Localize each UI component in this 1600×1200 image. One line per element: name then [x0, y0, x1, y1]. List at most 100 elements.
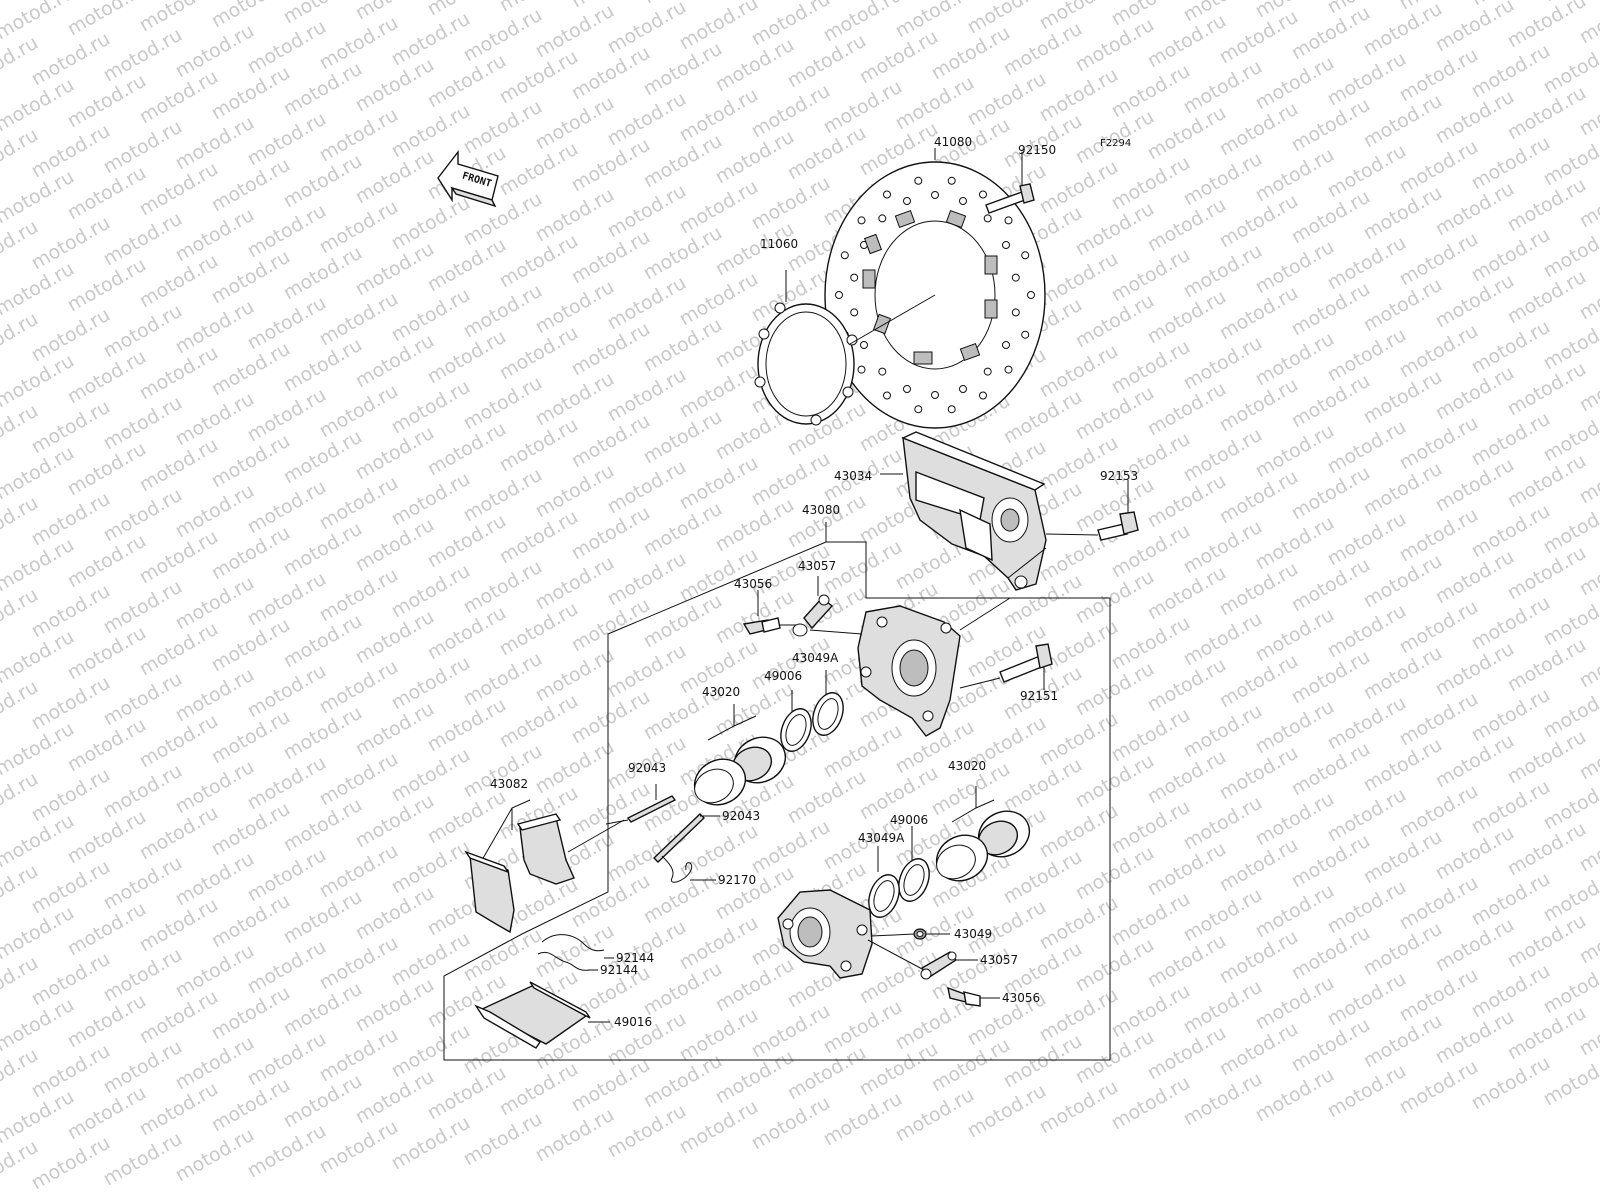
disc-bolt	[985, 152, 1035, 214]
watermark-text: motod.ru	[1036, 1076, 1122, 1139]
disc-vent-hole	[1021, 330, 1030, 339]
label-43049a-lower: 43049A	[858, 831, 905, 845]
caliper-upper	[857, 597, 1011, 737]
label-43020-upper: 43020	[702, 685, 740, 699]
disc-vent-hole	[1021, 251, 1030, 260]
watermark-text: motod.ru	[1180, 1068, 1266, 1131]
disc-vent-hole	[850, 273, 859, 282]
disc-vent-hole	[979, 190, 987, 199]
label-49006-lower: 49006	[890, 813, 928, 827]
disc-vent-hole	[979, 391, 987, 400]
disc-vent-hole	[878, 214, 887, 223]
label-43049a-upper: 43049A	[792, 651, 839, 665]
caliper-lower	[777, 889, 873, 979]
disc-vent-hole	[947, 176, 956, 185]
pistons-lower	[935, 786, 1031, 882]
watermark-text: motod.ru	[172, 1124, 258, 1187]
disc-vent-hole	[860, 341, 868, 349]
disc-gasket	[754, 270, 936, 426]
watermark-text: motod.ru	[964, 1080, 1050, 1143]
pad-spring	[661, 855, 716, 883]
caliper-assembly-frame	[443, 530, 1111, 1061]
pistons-upper	[693, 704, 787, 806]
label-92144-b: 92144	[600, 963, 638, 977]
disc-vent-hole	[931, 391, 939, 399]
label-92150: 92150	[1018, 143, 1056, 157]
watermark-text: motod.ru	[316, 1116, 402, 1179]
watermark-text: motod.ru	[460, 1108, 546, 1171]
label-92144-a: 92144	[616, 951, 654, 965]
label-41080: 41080	[934, 135, 972, 149]
oring	[871, 928, 950, 940]
disc-vent-hole	[959, 197, 967, 205]
disc-vent-hole	[1011, 308, 1020, 317]
disc-vent-hole	[1027, 291, 1035, 299]
diagram-code: F2294	[1100, 138, 1131, 149]
bleeder-valve-lower	[947, 986, 1000, 1007]
watermark-text: motod.ru	[1504, 0, 1590, 52]
watermark-text: motod.ru	[1468, 1052, 1554, 1115]
bracket-bolt	[1007, 480, 1139, 579]
disc-vent-hole	[857, 216, 866, 225]
caliper-mount-bolt	[959, 643, 1053, 690]
watermark-text: motod.ru	[748, 1092, 834, 1155]
watermark-text: motod.ru	[28, 1132, 114, 1195]
disc-vent-hole	[840, 251, 849, 260]
watermark-text: motod.ru	[244, 1120, 330, 1183]
caliper-bracket	[880, 431, 1047, 591]
piston-seals-lower	[868, 826, 930, 918]
watermark-text: motod.ru	[388, 1112, 474, 1175]
bleeder-cap-upper	[792, 576, 863, 637]
disc-vent-hole	[914, 405, 923, 414]
watermark-text: motod.ru	[1396, 1056, 1482, 1119]
watermark-text: motod.ru	[1324, 1060, 1410, 1123]
label-92043-a: 92043	[628, 761, 666, 775]
disc-vent-hole	[883, 391, 891, 400]
watermark-text: motod.ru	[1108, 1072, 1194, 1135]
disc-vent-hole	[1011, 273, 1020, 282]
label-92151: 92151	[1020, 689, 1058, 703]
disc-vent-hole	[931, 191, 939, 199]
watermark-text: motod.ru	[892, 1084, 978, 1147]
disc-vent-hole	[1002, 241, 1010, 249]
disc-vent-hole	[878, 367, 887, 376]
label-43057-upper: 43057	[798, 559, 836, 573]
disc-vent-hole	[914, 176, 923, 185]
label-49016: 49016	[614, 1015, 652, 1029]
disc-vent-hole	[850, 308, 859, 317]
label-43057-lower: 43057	[980, 953, 1018, 967]
piston-seals-upper	[780, 670, 844, 752]
watermark-text: motod.ru	[100, 1128, 186, 1191]
label-43080: 43080	[802, 503, 840, 517]
label-49006-upper: 49006	[764, 669, 802, 683]
label-43056-upper: 43056	[734, 577, 772, 591]
disc-vent-hole	[983, 367, 992, 376]
watermark-text: motod.ru	[1252, 1064, 1338, 1127]
disc-vent-hole	[983, 214, 992, 223]
disc-vent-hole	[947, 405, 956, 414]
label-43020-lower: 43020	[948, 759, 986, 773]
watermark-text: motod.ru	[532, 1104, 618, 1167]
disc-vent-hole	[883, 190, 891, 199]
brake-pads	[464, 799, 625, 934]
front-arrow-icon: FRONT	[437, 149, 499, 208]
bleeder-valve-upper	[742, 590, 800, 635]
label-11060: 11060	[760, 237, 798, 251]
disc-vent-hole	[1004, 216, 1013, 225]
pad-spring-plate	[474, 981, 610, 1049]
watermark-text: motod.ru	[676, 1096, 762, 1159]
pad-clips	[537, 934, 614, 971]
disc-vent-hole	[1002, 341, 1010, 349]
disc-vent-hole	[1004, 365, 1013, 374]
pad-pins	[605, 784, 720, 863]
disc-vent-hole	[835, 291, 843, 299]
disc-vent-hole	[903, 197, 911, 205]
disc-vent-hole	[959, 385, 967, 393]
label-92153: 92153	[1100, 469, 1138, 483]
label-92043-b: 92043	[722, 809, 760, 823]
label-43056-lower: 43056	[1002, 991, 1040, 1005]
disc-vent-hole	[903, 385, 911, 393]
label-92170: 92170	[718, 873, 756, 887]
